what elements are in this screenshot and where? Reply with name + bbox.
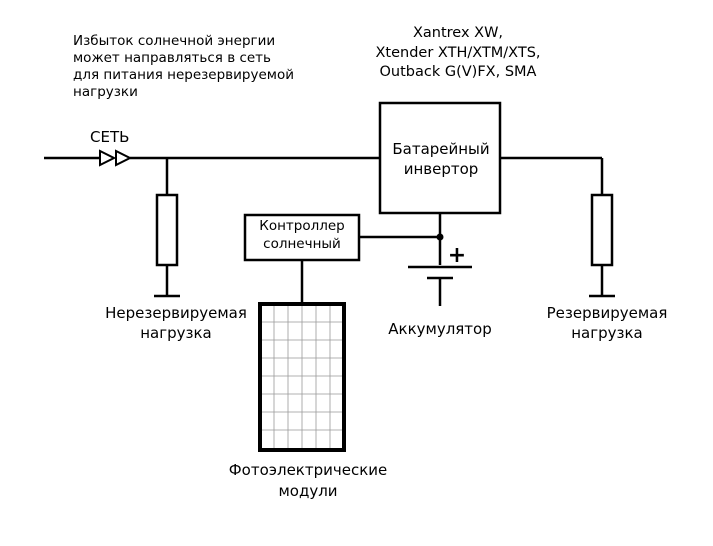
- grid-diode-symbol: [99, 149, 133, 167]
- battery-plus-sign: +: [448, 243, 466, 268]
- inverter-label: Батарейный инвертор: [392, 140, 490, 178]
- reserved-load-label: Резервируемая нагрузка: [546, 304, 668, 343]
- inverter-models-label: Xantrex XW, Xtender XTH/XTM/XTS, Outback…: [375, 25, 541, 81]
- controller-label: Контроллер солнечный: [259, 218, 345, 252]
- solar-controller-box: [243, 213, 361, 262]
- pv-panel: [258, 302, 346, 452]
- pv-modules-label: Фотоэлектрические модули: [228, 461, 388, 500]
- battery-label: Аккумулятор: [388, 320, 492, 338]
- surplus-energy-note: Избыток солнечной энергии может направля…: [73, 33, 294, 100]
- nonres-load-resistor: [155, 193, 179, 267]
- battery-symbol: [408, 265, 472, 306]
- reserved-load-resistor: [590, 193, 614, 267]
- non-reserved-load-label: Нерезервируемая нагрузка: [105, 304, 247, 343]
- grid-label: СЕТЬ: [90, 128, 130, 146]
